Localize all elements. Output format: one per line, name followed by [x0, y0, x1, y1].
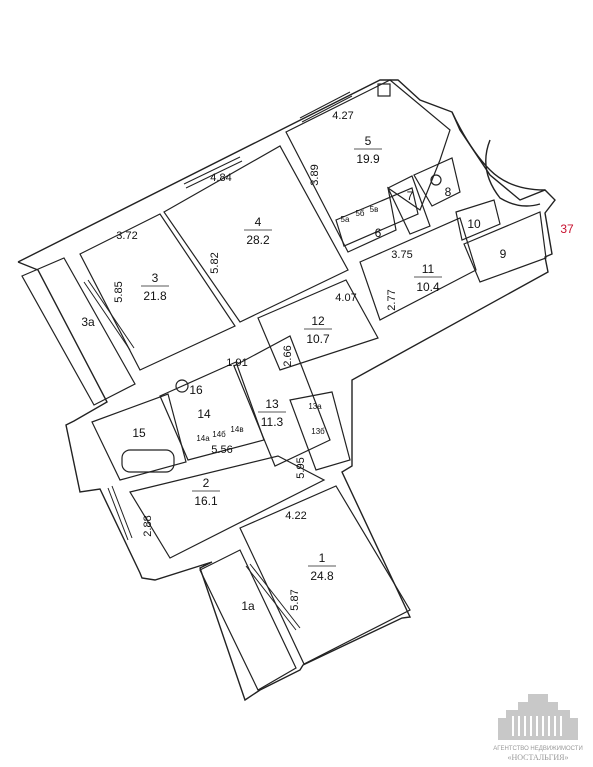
room-7-number: 7	[407, 189, 414, 203]
room-13-area: 11.3	[261, 415, 284, 429]
room-1-number: 1	[319, 551, 326, 565]
logo-line-2: «НОСТАЛЬГИЯ»	[507, 753, 568, 762]
room-5a-number: 5a	[341, 215, 350, 224]
room-14-number: 14	[197, 407, 211, 421]
dimension-label: 5.85	[113, 281, 125, 302]
dimension-label: 4.22	[285, 510, 306, 522]
room-5-area: 19.9	[356, 152, 380, 166]
dimension-label: 2.88	[142, 515, 154, 536]
room-3-area: 21.8	[143, 289, 167, 303]
dimension-label: 2.77	[386, 289, 398, 310]
bay-window-arc	[451, 111, 546, 207]
dimension-label: 4.27	[332, 110, 353, 122]
dimension-label: 3.75	[391, 249, 412, 261]
dimension-label: 5.95	[295, 457, 307, 478]
dimension-label: 5.56	[211, 444, 232, 456]
room-5b-number: 5б	[355, 209, 364, 218]
room-14a-number: 14а	[196, 434, 210, 443]
room-14b-number: 14б	[212, 430, 226, 439]
room-13a-number: 13a	[308, 402, 322, 411]
dimension-label: 4.84	[210, 172, 231, 184]
dimension-labels: 4.27 3.89 4.84 3.72 5.82 5.85 3.75 4.07 …	[113, 110, 413, 611]
room-3-number: 3	[152, 271, 159, 285]
room-4-number: 4	[255, 215, 262, 229]
room-13-number: 13	[265, 397, 279, 411]
dimension-label: 2.66	[282, 345, 294, 366]
room-4-area: 28.2	[246, 233, 270, 247]
room-6-number: 6	[375, 226, 382, 240]
dimension-label: 5.87	[289, 589, 301, 610]
room-3a-number: 3a	[81, 315, 95, 329]
room-5v-number: 5в	[370, 205, 379, 214]
room-labels: 1 24.8 1a 2 16.1 3 21.8 3a 4 28.2 5 19.9…	[81, 134, 506, 613]
toilet-icon	[175, 379, 189, 393]
bathtub-icon	[121, 449, 175, 473]
dimension-label: 3.72	[116, 230, 137, 242]
fixtures	[121, 83, 442, 473]
room-11-number: 11	[422, 262, 435, 276]
room-16-number: 16	[189, 383, 203, 397]
outer-walls	[17, 79, 556, 702]
dimension-label: 4.07	[335, 292, 356, 304]
room-5-number: 5	[365, 134, 372, 148]
agency-logo: АГЕНТСТВО НЕДВИЖИМОСТИ «НОСТАЛЬГИЯ»	[493, 694, 583, 762]
room-11-area: 10.4	[416, 280, 440, 294]
dimension-label: 1.91	[226, 357, 247, 369]
dimension-label: 3.89	[309, 164, 321, 185]
toilet-icon	[430, 174, 442, 186]
room-14v-number: 14в	[230, 425, 243, 434]
dimension-label: 5.82	[209, 252, 221, 273]
apartment-number: 37	[560, 222, 574, 236]
room-1-area: 24.8	[310, 569, 334, 583]
room-8-number: 8	[445, 185, 452, 199]
room-13b-number: 13б	[311, 427, 325, 436]
room-2-area: 16.1	[194, 494, 218, 508]
room-1a-number: 1a	[241, 599, 255, 613]
interior-walls	[21, 79, 547, 691]
room-15-number: 15	[132, 426, 146, 440]
room-12-number: 12	[311, 314, 325, 328]
room-12-area: 10.7	[306, 332, 330, 346]
room-2-number: 2	[203, 476, 210, 490]
windows	[83, 91, 353, 631]
sink-icon	[377, 83, 391, 97]
logo-line-1: АГЕНТСТВО НЕДВИЖИМОСТИ	[493, 746, 583, 752]
room-10-number: 10	[467, 217, 481, 231]
room-9-number: 9	[500, 247, 507, 261]
